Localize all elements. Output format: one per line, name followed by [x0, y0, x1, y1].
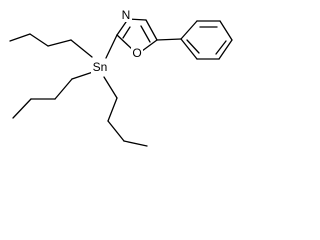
phenyl-inner-bond-2	[215, 40, 227, 55]
butyl-3-bond-3	[107, 120, 125, 142]
butyl-chain-2	[12, 71, 94, 119]
oxazole-ring	[116, 18, 182, 52]
phenyl-bond-6	[180, 38, 198, 60]
ring-bond-c5-phenyl	[156, 38, 182, 41]
tin-atom-label: Sn	[93, 60, 108, 74]
butyl-2-bond-1	[71, 71, 94, 80]
structure-drawing: Sn N O	[9, 8, 233, 147]
atom-labels: Sn N O	[91, 8, 143, 74]
oxygen-atom-label: O	[132, 46, 141, 60]
sn-label-mask	[91, 59, 111, 74]
phenyl-bond-1	[180, 20, 198, 40]
butyl-chain-3	[103, 76, 148, 147]
butyl-chain-1	[9, 33, 93, 58]
butyl-3-bond-2	[107, 97, 118, 122]
butyl-2-bond-2	[54, 78, 73, 100]
butyl-1-bond-3	[29, 33, 49, 47]
butyl-3-bond-4	[123, 140, 148, 147]
ring-bond-c2-n	[116, 21, 127, 36]
ring-inner-bond-c2-n	[122, 26, 131, 39]
phenyl-ring	[180, 20, 233, 60]
butyl-2-bond-4	[12, 98, 32, 119]
nitrogen-atom-label: N	[122, 8, 131, 22]
ring-bond-o-c5	[141, 39, 158, 52]
bond-sn-c2	[105, 34, 118, 59]
butyl-1-bond-1	[70, 39, 93, 58]
o-label-mask	[131, 46, 143, 60]
butyl-3-bond-1	[103, 76, 118, 99]
ring-bond-c4-c5	[145, 19, 158, 41]
ring-bond-c2-o	[116, 34, 134, 51]
phenyl-bond-4	[218, 39, 233, 60]
phenyl-bond-3	[219, 20, 233, 41]
ring-inner-bond-c4-c5	[140, 25, 151, 43]
n-label-mask	[121, 8, 132, 22]
butyl-1-bond-2	[47, 39, 72, 47]
phenyl-inner-bond-3	[186, 39, 200, 54]
butyl-1-bond-4	[9, 33, 31, 42]
